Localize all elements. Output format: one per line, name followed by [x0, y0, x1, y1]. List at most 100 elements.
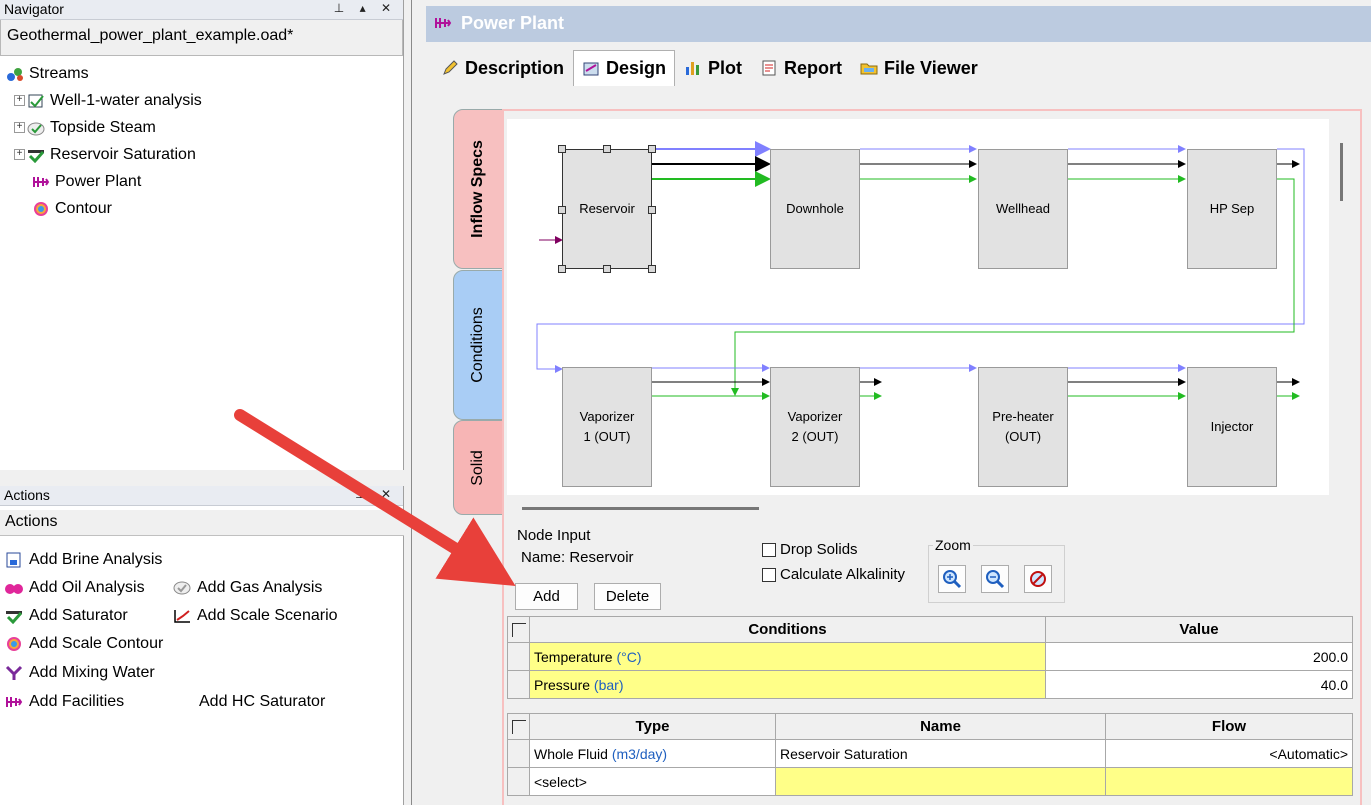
- row-header-corner: [507, 713, 530, 740]
- saturator-icon: [27, 147, 45, 163]
- delete-button[interactable]: Delete: [594, 583, 661, 610]
- tab-inflow-specs[interactable]: Inflow Specs: [453, 109, 503, 269]
- file-tab[interactable]: Geothermal_power_plant_example.oad*: [0, 20, 403, 56]
- zoom-reset-icon: [1030, 571, 1046, 587]
- condition-name-cell[interactable]: Temperature (°C): [529, 642, 1046, 671]
- tab-description[interactable]: Description: [432, 50, 573, 86]
- add-mixing-water-button[interactable]: Add Mixing Water: [5, 661, 155, 685]
- navigator-tree: Streams + Well-1-water analysis + Topsid…: [6, 60, 202, 222]
- resize-handle[interactable]: [558, 265, 566, 273]
- add-gas-analysis-button[interactable]: Add Gas Analysis: [173, 576, 322, 600]
- pencil-icon: [441, 59, 459, 77]
- actions-panel: Actions ⊥ ✕ Actions Add Brine Analysis A…: [0, 486, 404, 805]
- expand-icon[interactable]: +: [14, 149, 25, 160]
- node-hp-sep[interactable]: HP Sep: [1187, 149, 1277, 269]
- node-downhole[interactable]: Downhole: [770, 149, 860, 269]
- streams-icon: [6, 66, 24, 82]
- navigator-panel: Navigator ⊥ ▴ ✕ Geothermal_power_plant_e…: [0, 0, 404, 470]
- add-button[interactable]: Add: [515, 583, 578, 610]
- annotation-arrow: [234, 409, 516, 586]
- facilities-icon: [434, 15, 452, 36]
- condition-value-cell[interactable]: 40.0: [1045, 670, 1353, 699]
- add-scale-contour-button[interactable]: Add Scale Contour: [5, 632, 163, 656]
- vertical-scrollbar[interactable]: [1340, 143, 1343, 201]
- tab-file-viewer[interactable]: File Viewer: [851, 50, 987, 86]
- inflow-table: Type Name Flow Whole Fluid (m3/day) Rese…: [507, 713, 1353, 796]
- tree-item-power-plant[interactable]: Power Plant: [32, 168, 220, 195]
- node-wellhead[interactable]: Wellhead: [978, 149, 1068, 269]
- saturator-icon: [5, 608, 23, 625]
- add-scale-scenario-button[interactable]: Add Scale Scenario: [173, 604, 338, 628]
- add-facilities-button[interactable]: Add Facilities: [5, 690, 124, 714]
- type-select-cell[interactable]: <select>: [529, 767, 776, 796]
- checkbox-box[interactable]: [762, 567, 776, 582]
- tab-plot[interactable]: Plot: [675, 50, 751, 86]
- resize-handle[interactable]: [603, 145, 611, 153]
- panel-controls[interactable]: ⊥ ▴ ✕: [333, 1, 397, 15]
- condition-name-cell[interactable]: Pressure (bar): [529, 670, 1046, 699]
- row-header[interactable]: [507, 767, 530, 796]
- calculate-alkalinity-checkbox[interactable]: Calculate Alkalinity: [762, 566, 905, 583]
- drop-solids-checkbox[interactable]: Drop Solids: [762, 541, 858, 558]
- facilities-icon: [32, 174, 50, 190]
- tree-item-topside-steam[interactable]: + Topside Steam: [14, 114, 202, 141]
- type-cell[interactable]: Whole Fluid (m3/day): [529, 739, 776, 768]
- resize-handle[interactable]: [648, 206, 656, 214]
- tree-item-streams[interactable]: Streams: [6, 60, 194, 87]
- condition-value-cell[interactable]: 200.0: [1045, 642, 1353, 671]
- tab-design[interactable]: Design: [573, 50, 676, 86]
- zoom-in-button[interactable]: [938, 565, 966, 593]
- add-hc-saturator-button[interactable]: Add HC Saturator: [199, 693, 326, 710]
- gas-icon: [173, 580, 191, 596]
- expand-icon[interactable]: +: [14, 95, 25, 106]
- flow-header: Flow: [1105, 713, 1353, 740]
- table-row: Whole Fluid (m3/day) Reservoir Saturatio…: [507, 739, 1353, 768]
- name-header: Name: [775, 713, 1106, 740]
- navigator-title: Navigator: [4, 1, 64, 17]
- row-header[interactable]: [507, 642, 530, 671]
- tree-item-well-analysis[interactable]: + Well-1-water analysis: [14, 87, 202, 114]
- report-icon: [760, 59, 778, 77]
- zoom-reset-button[interactable]: [1024, 565, 1052, 593]
- name-cell[interactable]: [775, 767, 1106, 796]
- value-header: Value: [1045, 616, 1353, 643]
- add-oil-analysis-button[interactable]: Add Oil Analysis: [5, 576, 145, 600]
- row-header[interactable]: [507, 739, 530, 768]
- table-row: Pressure (bar) 40.0: [507, 670, 1353, 699]
- name-cell[interactable]: Reservoir Saturation: [775, 739, 1106, 768]
- tab-solid[interactable]: Solid: [453, 420, 503, 515]
- resize-handle[interactable]: [603, 265, 611, 273]
- node-pre-heater[interactable]: Pre-heater(OUT): [978, 367, 1068, 487]
- resize-handle[interactable]: [648, 265, 656, 273]
- tree-item-reservoir-saturation[interactable]: + Reservoir Saturation: [14, 141, 202, 168]
- resize-handle[interactable]: [558, 206, 566, 214]
- tab-report[interactable]: Report: [751, 50, 851, 86]
- checkbox-box[interactable]: [762, 542, 776, 557]
- mixing-icon: [5, 665, 23, 681]
- actions-header: Actions: [0, 510, 404, 536]
- row-header[interactable]: [507, 670, 530, 699]
- node-injector[interactable]: Injector: [1187, 367, 1277, 487]
- plot-icon: [684, 59, 702, 77]
- type-header: Type: [529, 713, 776, 740]
- expand-icon[interactable]: +: [14, 122, 25, 133]
- conditions-header: Conditions: [529, 616, 1046, 643]
- resize-handle[interactable]: [648, 145, 656, 153]
- flow-cell[interactable]: <Automatic>: [1105, 739, 1353, 768]
- flow-diagram-canvas[interactable]: Reservoir Downhole Wellhead HP Sep Vapor…: [507, 119, 1329, 495]
- tree-item-contour[interactable]: Contour: [32, 195, 220, 222]
- add-brine-analysis-button[interactable]: Add Brine Analysis: [5, 548, 162, 572]
- add-saturator-button[interactable]: Add Saturator: [5, 604, 128, 628]
- horizontal-scrollbar[interactable]: [522, 507, 759, 510]
- zoom-out-button[interactable]: [981, 565, 1009, 593]
- node-reservoir[interactable]: Reservoir: [562, 149, 652, 269]
- resize-handle[interactable]: [558, 145, 566, 153]
- zoom-title: Zoom: [933, 537, 973, 553]
- actions-title: Actions: [4, 487, 50, 503]
- brine-icon: [5, 552, 23, 568]
- tab-conditions[interactable]: Conditions: [453, 270, 503, 420]
- gas-analysis-icon: [27, 120, 45, 136]
- flow-cell[interactable]: [1105, 767, 1353, 796]
